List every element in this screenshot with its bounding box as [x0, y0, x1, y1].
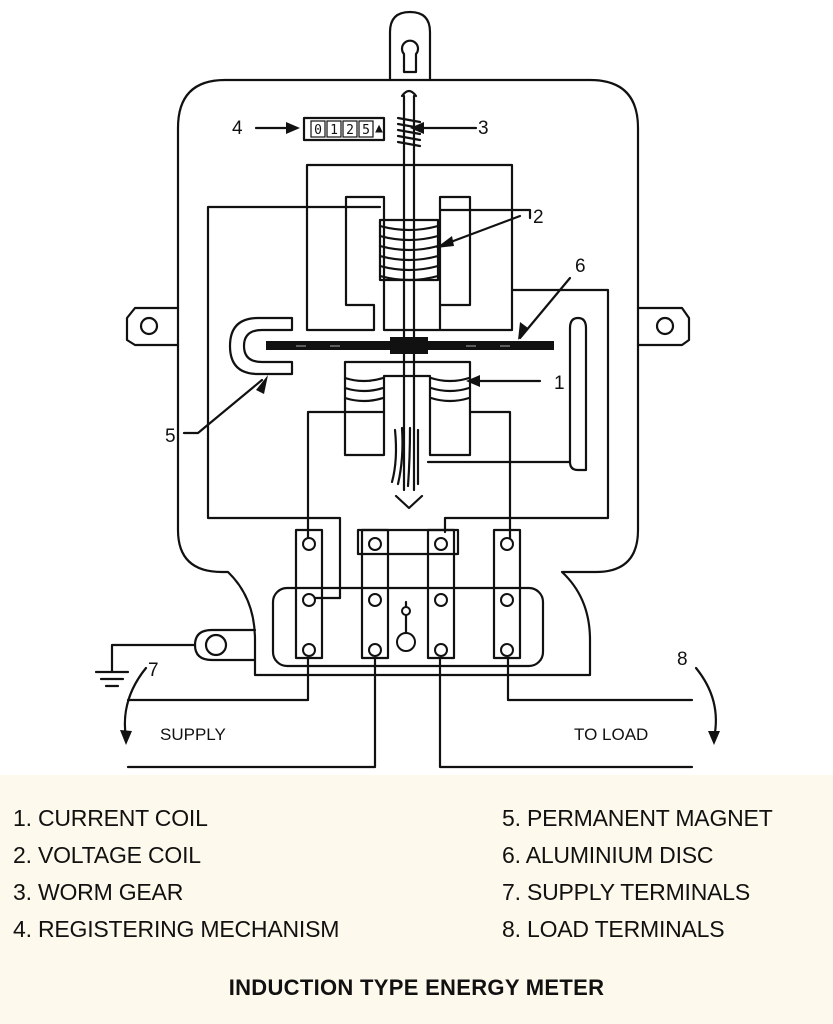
legend-item: 8. LOAD TERMINALS [502, 916, 725, 942]
legend-item: 4. REGISTERING MECHANISM [13, 916, 340, 942]
register-digit: 1 [330, 123, 338, 138]
register-digit: 2 [346, 123, 354, 138]
diagram-caption: INDUCTION TYPE ENERGY METER [228, 975, 605, 1000]
callout-8: 8 [677, 649, 688, 670]
register-box [302, 116, 386, 142]
mounting-lug-left [125, 306, 180, 347]
legend-item: 7. SUPPLY TERMINALS [502, 879, 751, 905]
register-arrow-icon: ▲ [375, 121, 383, 136]
callout-7: 7 [148, 660, 159, 681]
legend-item: 2. VOLTAGE COIL [13, 842, 201, 868]
permanent-magnet [228, 316, 294, 376]
callout-4: 4 [232, 118, 243, 139]
legend-item: 5. PERMANENT MAGNET [502, 805, 773, 831]
internal-wiring [206, 205, 610, 642]
terminal-block [271, 586, 545, 668]
voltage-coil [378, 218, 440, 282]
callout-6: 6 [575, 256, 586, 277]
voltage-coil-core [305, 163, 514, 332]
load-leads [438, 656, 694, 769]
meter-case [176, 78, 640, 677]
legend-column-right: 5. PERMANENT MAGNET 6. ALUMINIUM DISC 7.… [502, 800, 773, 948]
callout-numbers: 1 2 3 4 5 6 7 8 [148, 118, 688, 681]
mounting-lug-right [636, 306, 691, 347]
energy-meter-diagram: 0 1 2 5 ▲ 1 2 3 4 5 6 7 8 SUPPLY TO LOAD [0, 0, 833, 775]
callout-5: 5 [165, 426, 176, 447]
register-digits: 0 1 2 5 ▲ [310, 120, 383, 138]
legend: 1. CURRENT COIL 2. VOLTAGE COIL 3. WORM … [0, 800, 833, 960]
load-label: TO LOAD [574, 725, 648, 744]
callout-1: 1 [554, 373, 565, 394]
supply-leads [126, 656, 377, 769]
register-digit: 5 [362, 123, 370, 138]
register-digit: 0 [314, 123, 322, 138]
current-coil-core [343, 360, 472, 457]
current-coil [343, 376, 471, 403]
worm-gear [396, 116, 422, 148]
legend-item: 3. WORM GEAR [13, 879, 184, 905]
callout-3: 3 [478, 118, 489, 139]
spindle [394, 89, 424, 510]
callout-2: 2 [533, 207, 544, 228]
supply-label: SUPPLY [160, 725, 226, 744]
hanging-bracket [388, 10, 432, 82]
earth-terminal [94, 628, 257, 688]
legend-item: 6. ALUMINIUM DISC [502, 842, 714, 868]
legend-column-left: 1. CURRENT COIL 2. VOLTAGE COIL 3. WORM … [13, 800, 339, 948]
aluminium-disc [266, 337, 554, 354]
terminal-screws [302, 537, 514, 657]
legend-item: 1. CURRENT COIL [13, 805, 208, 831]
